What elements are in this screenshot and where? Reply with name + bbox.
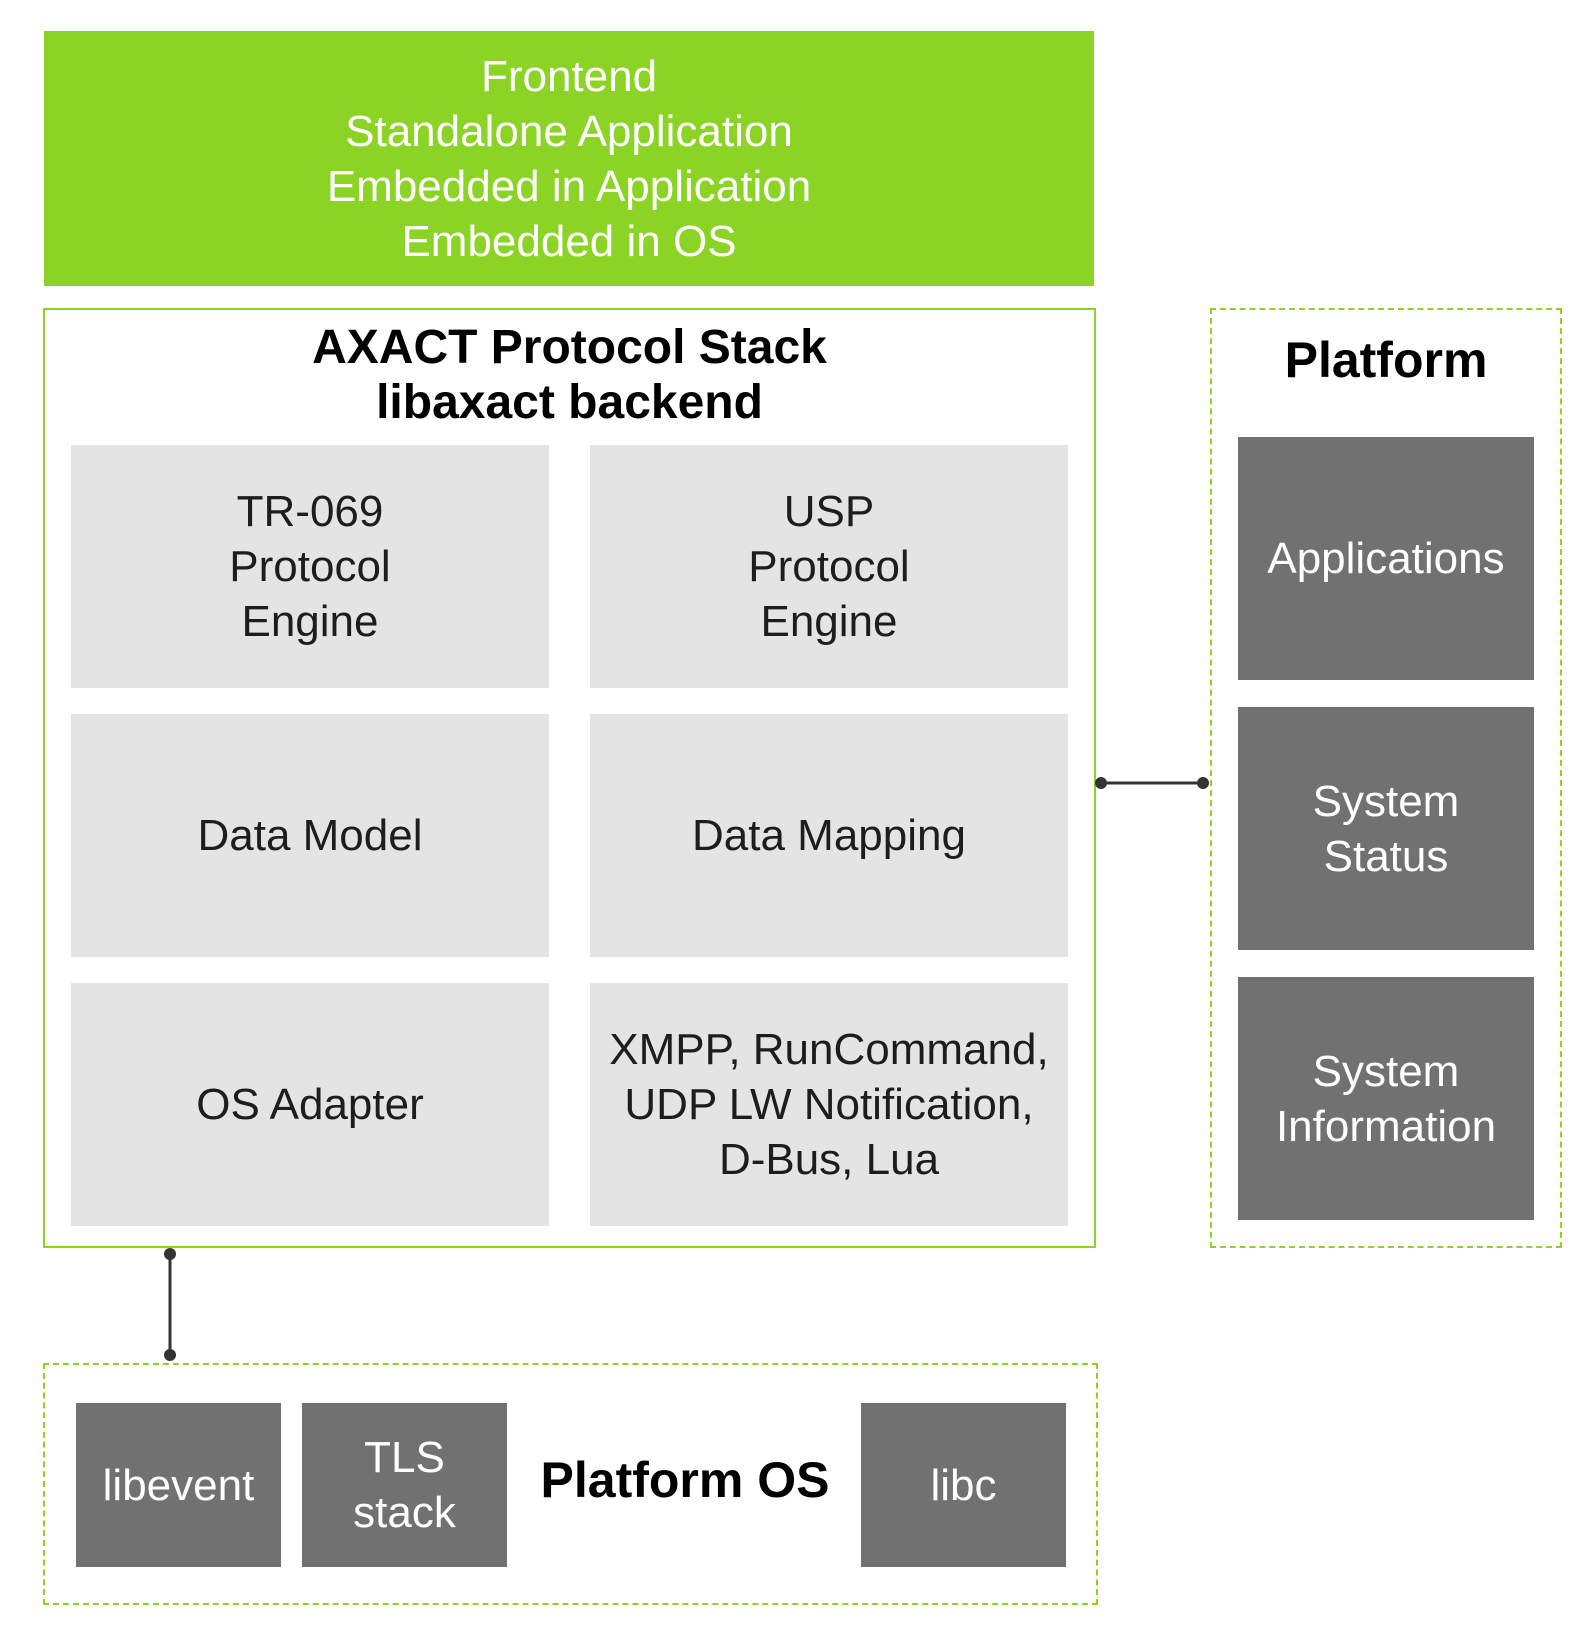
frontend-line-1: Frontend bbox=[480, 51, 658, 101]
module-label-line: Engine bbox=[241, 597, 379, 646]
data-model-module: Data Model bbox=[71, 714, 549, 957]
connector-endpoint bbox=[164, 1248, 176, 1260]
module-label-line: Engine bbox=[760, 597, 898, 646]
frontend-line-2: Standalone Application bbox=[345, 106, 793, 156]
module-label-line: Data Mapping bbox=[692, 811, 966, 860]
frontend-line-4: Embedded in OS bbox=[401, 216, 737, 266]
module-label-line: USP bbox=[783, 487, 875, 536]
platform-os-container bbox=[43, 1363, 1098, 1605]
usp-engine-module: USP Protocol Engine bbox=[590, 445, 1068, 688]
applications-box: Applications bbox=[1238, 437, 1534, 680]
os-box-label: TLS bbox=[364, 1433, 445, 1482]
frontend-banner: Frontend Standalone Application Embedded… bbox=[44, 31, 1094, 286]
platform-box-label: System bbox=[1312, 1046, 1460, 1096]
platform-box-label: Applications bbox=[1267, 534, 1505, 583]
module-label-line: XMPP, RunCommand, bbox=[609, 1025, 1049, 1074]
connector-endpoint bbox=[1197, 777, 1209, 789]
platform-box-label: System bbox=[1312, 776, 1460, 826]
platform-title: Platform bbox=[1210, 330, 1562, 390]
module-label-line: Protocol bbox=[229, 542, 391, 591]
protocol-stack-title: AXACT Protocol Stack libaxact backend bbox=[43, 320, 1096, 430]
stack-platform-os-connector bbox=[164, 1248, 176, 1361]
libc-box: libc bbox=[861, 1403, 1066, 1567]
module-label-line: OS Adapter bbox=[196, 1080, 424, 1129]
frontend-line-3: Embedded in Application bbox=[326, 161, 812, 211]
platform-os-title: Platform OS bbox=[530, 1440, 840, 1520]
module-label-line: TR-069 bbox=[236, 487, 384, 536]
platform-title-text: Platform bbox=[1284, 332, 1488, 388]
tls-stack-box: TLS stack bbox=[302, 1403, 507, 1567]
extensions-module: XMPP, RunCommand, UDP LW Notification, D… bbox=[590, 983, 1068, 1226]
stack-platform-connector bbox=[1095, 777, 1209, 789]
platform-container bbox=[1210, 308, 1562, 1248]
module-label-line: Data Model bbox=[197, 811, 423, 860]
protocol-stack-title-line-2: libaxact backend bbox=[376, 376, 763, 429]
module-label-line: D-Bus, Lua bbox=[718, 1135, 940, 1184]
os-adapter-module: OS Adapter bbox=[71, 983, 549, 1226]
system-status-box: System Status bbox=[1238, 707, 1534, 950]
os-box-label: stack bbox=[353, 1488, 456, 1537]
tr069-engine-module: TR-069 Protocol Engine bbox=[71, 445, 549, 688]
module-label-line: Protocol bbox=[748, 542, 910, 591]
os-box-label: libevent bbox=[102, 1460, 255, 1510]
protocol-stack-title-line-1: AXACT Protocol Stack bbox=[312, 321, 827, 374]
os-box-label: libc bbox=[930, 1460, 997, 1510]
platform-box-label: Status bbox=[1323, 831, 1449, 881]
platform-os-title-text: Platform OS bbox=[540, 1452, 830, 1508]
module-label-line: UDP LW Notification, bbox=[624, 1080, 1034, 1129]
data-mapping-module: Data Mapping bbox=[590, 714, 1068, 957]
system-information-box: System Information bbox=[1238, 977, 1534, 1220]
platform-box-label: Information bbox=[1275, 1101, 1497, 1151]
connector-endpoint bbox=[164, 1349, 176, 1361]
connector-endpoint bbox=[1095, 777, 1107, 789]
libevent-box: libevent bbox=[76, 1403, 281, 1567]
